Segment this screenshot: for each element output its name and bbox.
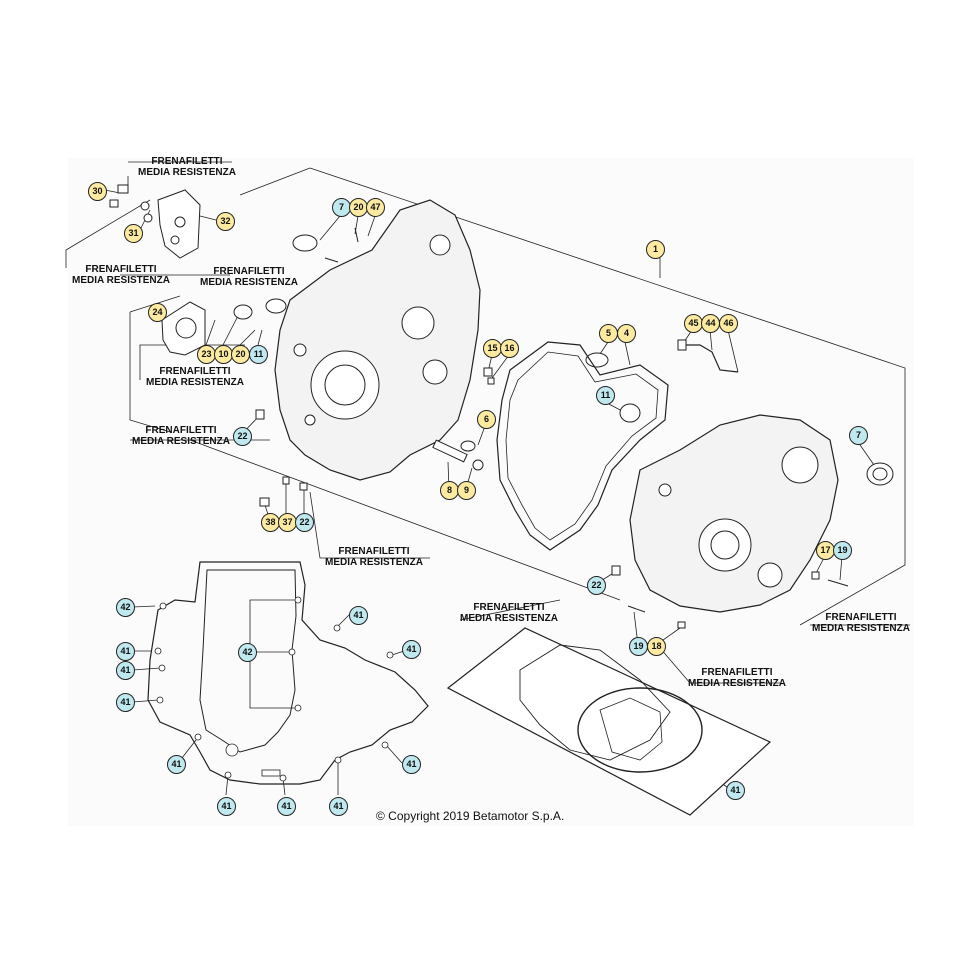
callout-18: 18	[647, 637, 666, 656]
gasket-kit-sheet	[446, 627, 772, 816]
callout-19: 19	[629, 637, 648, 656]
center-gasket	[496, 341, 669, 551]
callout-16: 16	[500, 339, 519, 358]
callout-7: 7	[849, 426, 868, 445]
callout-22: 22	[295, 513, 314, 532]
callout-46: 46	[719, 314, 738, 333]
callout-9: 9	[457, 481, 476, 500]
callout-24: 24	[148, 303, 167, 322]
callout-41: 41	[217, 797, 236, 816]
callout-44: 44	[701, 314, 720, 333]
callout-47: 47	[366, 198, 385, 217]
callout-32: 32	[216, 212, 235, 231]
callout-41: 41	[116, 661, 135, 680]
callout-22: 22	[587, 576, 606, 595]
cylinder-base-gasket	[147, 561, 429, 785]
callout-4: 4	[617, 324, 636, 343]
callout-31: 31	[124, 224, 143, 243]
callout-41: 41	[277, 797, 296, 816]
callout-20: 20	[231, 345, 250, 364]
callout-42: 42	[238, 643, 257, 662]
callout-17: 17	[816, 541, 835, 560]
callout-11: 11	[596, 386, 615, 405]
assembly-bracket-line	[309, 167, 906, 626]
callout-41: 41	[167, 755, 186, 774]
crankcase-right	[629, 414, 839, 613]
callout-22: 22	[233, 427, 252, 446]
copyright-text: © Copyright 2019 Betamotor S.p.A.	[376, 809, 565, 823]
callout-41: 41	[349, 606, 368, 625]
callout-5: 5	[599, 324, 618, 343]
callout-19: 19	[833, 541, 852, 560]
callout-41: 41	[116, 642, 135, 661]
callout-41: 41	[116, 693, 135, 712]
callout-41: 41	[726, 781, 745, 800]
callout-6: 6	[477, 410, 496, 429]
callout-42: 42	[116, 598, 135, 617]
callout-37: 37	[278, 513, 297, 532]
callout-1: 1	[646, 240, 665, 259]
callout-41: 41	[402, 755, 421, 774]
callout-11: 11	[249, 345, 268, 364]
callout-30: 30	[88, 182, 107, 201]
callout-41: 41	[402, 640, 421, 659]
callout-41: 41	[329, 797, 348, 816]
